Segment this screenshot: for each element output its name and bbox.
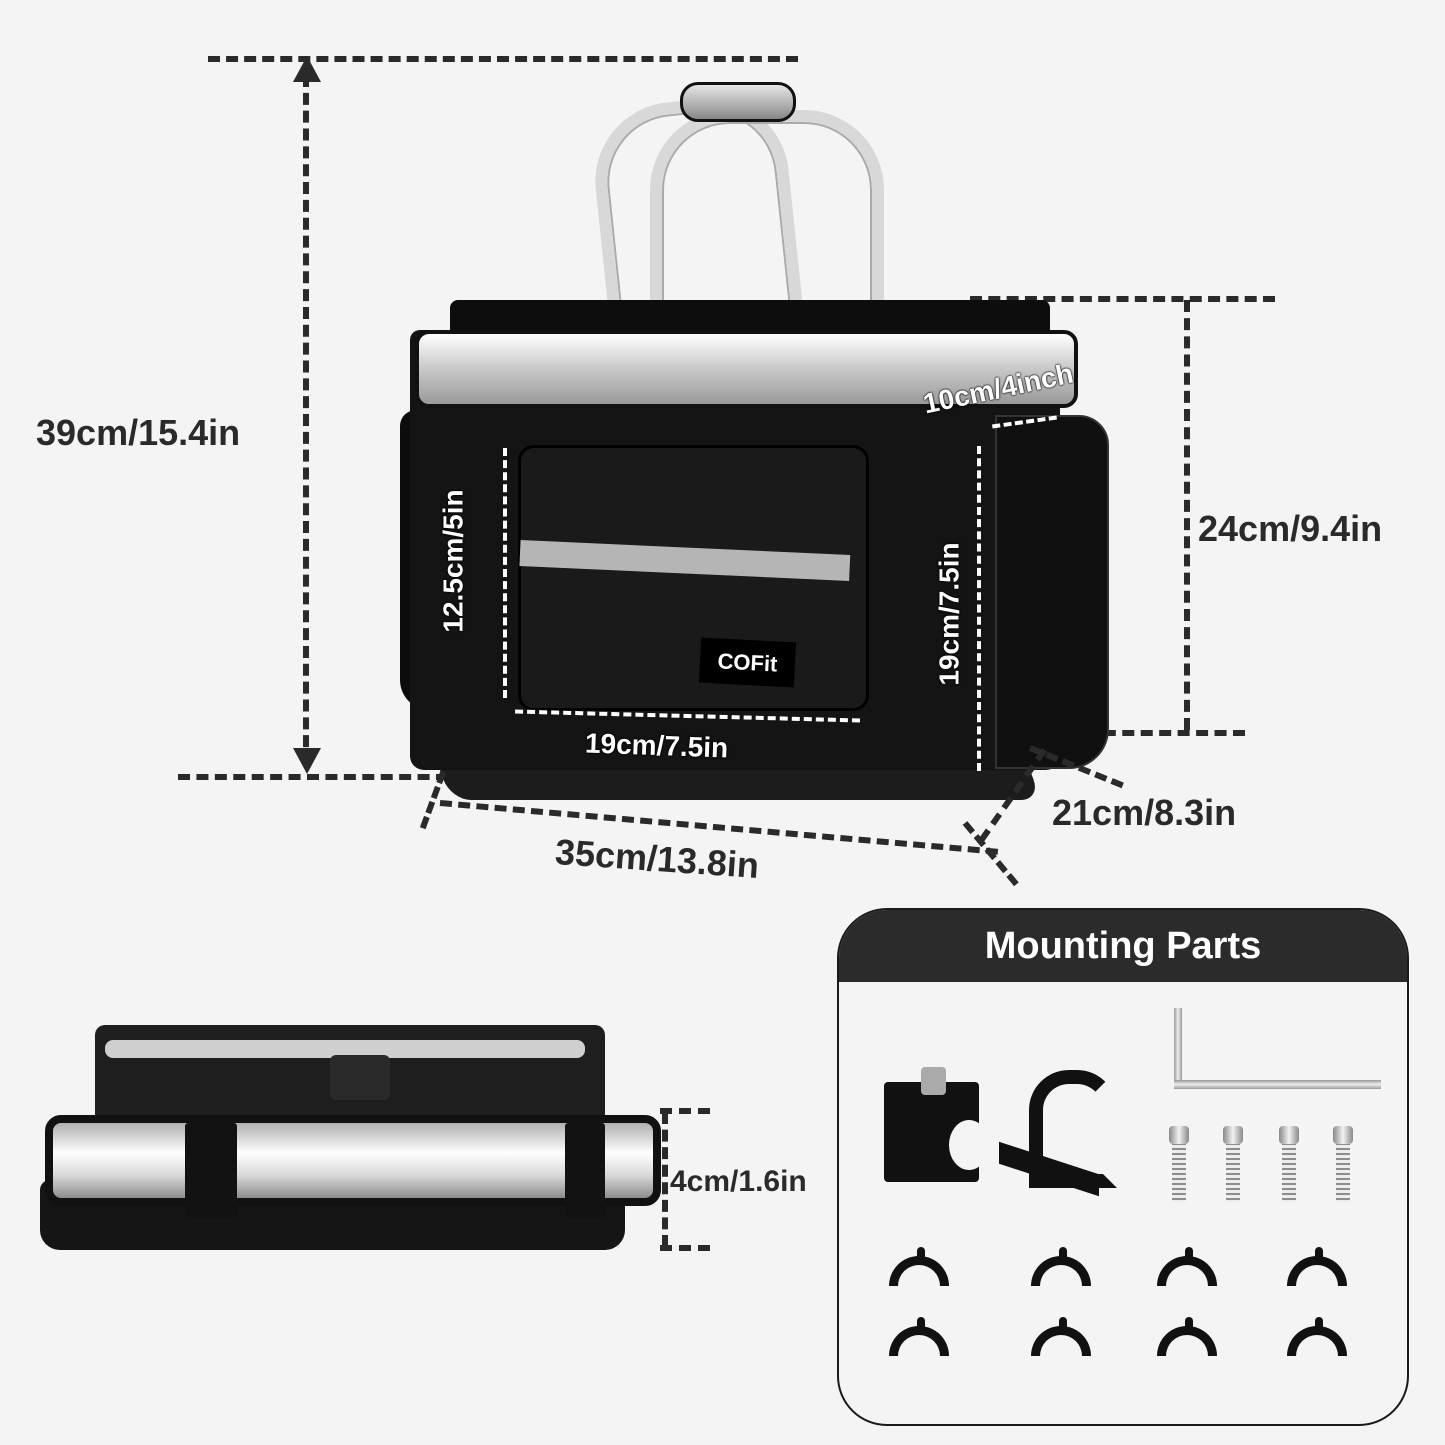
pocket-height-label: 12.5cm/5in [437, 489, 469, 633]
shim [889, 1247, 949, 1286]
basket-height-line [1184, 300, 1190, 730]
pocket-height-line [503, 448, 507, 698]
aluminum-frame [415, 330, 1078, 408]
shim [889, 1317, 949, 1356]
folded-velcro-strap [185, 1123, 237, 1218]
side-pocket-height-line [977, 446, 981, 771]
clamp-lever [921, 1067, 946, 1095]
brand-logo: COFit [698, 637, 797, 688]
width-label: 21cm/8.3in [1052, 792, 1237, 833]
hex-key [1174, 1008, 1182, 1088]
total-height-bottom-line [178, 774, 448, 780]
side-pocket-right [995, 415, 1109, 769]
length-label: 35cm/13.8in [553, 830, 761, 887]
shim [1031, 1247, 1091, 1286]
basket-height-bottom-line [1030, 730, 1245, 736]
screw [1169, 1126, 1189, 1202]
hex-key-long-arm [1174, 1080, 1381, 1089]
shim [1157, 1247, 1217, 1286]
screw [1279, 1126, 1299, 1202]
folded-velcro-strap-right [565, 1123, 605, 1218]
shim [1031, 1317, 1091, 1356]
mounting-parts-card: Mounting Parts [837, 908, 1409, 1426]
side-pocket-height-label: 19cm/7.5in [933, 542, 965, 686]
total-height-label: 39cm/15.4in [36, 412, 241, 453]
screw [1223, 1126, 1243, 1202]
folded-frame [45, 1115, 661, 1206]
basket-height-label: 24cm/9.4in [1198, 508, 1383, 549]
clamp-cutout [949, 1120, 989, 1170]
handle-grip [680, 82, 796, 122]
folded-height-line [662, 1112, 668, 1247]
arrow-up-icon [293, 56, 321, 82]
mounting-parts-title: Mounting Parts [839, 910, 1407, 982]
screw [1333, 1126, 1353, 1202]
total-height-top-line [208, 56, 798, 62]
arrow-down-icon [293, 748, 321, 774]
shim [1287, 1247, 1347, 1286]
basket-height-top-line [970, 296, 1275, 302]
pocket-width-label: 19cm/7.5in [584, 727, 729, 764]
folded-height-top-line [660, 1108, 710, 1114]
shim [1287, 1317, 1347, 1356]
folded-handle-bar [105, 1040, 585, 1058]
shim [1157, 1317, 1217, 1356]
folded-height-bottom-line [660, 1245, 710, 1251]
folded-handle-grip [330, 1055, 390, 1100]
folded-height-label: 4cm/1.6in [670, 1165, 807, 1198]
total-height-line [303, 75, 309, 765]
